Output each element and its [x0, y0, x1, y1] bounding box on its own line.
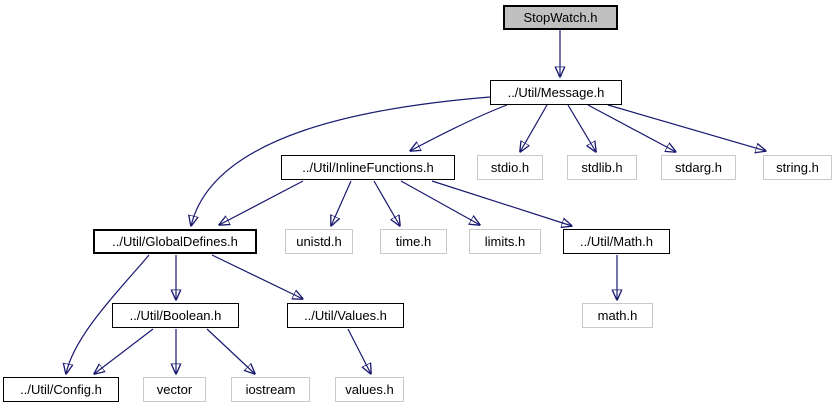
node-iostream: iostream — [231, 377, 310, 402]
node-stdlib-h: stdlib.h — [567, 155, 637, 180]
node-util-message-h[interactable]: ../Util/Message.h — [490, 80, 622, 105]
edge-inlinefunctions-limits — [400, 180, 480, 225]
edge-message-globaldefines — [191, 96, 491, 226]
edge-inlinefunctions-math — [431, 180, 572, 226]
node-util-values-h[interactable]: ../Util/Values.h — [287, 303, 404, 328]
node-limits-h: limits.h — [469, 229, 541, 254]
node-vector: vector — [143, 377, 206, 402]
node-util-boolean-h[interactable]: ../Util/Boolean.h — [112, 303, 239, 328]
node-util-inlinefunctions-h[interactable]: ../Util/InlineFunctions.h — [281, 155, 455, 180]
edge-values-valuesh — [347, 328, 371, 374]
edge-inlinefunctions-unistd — [331, 180, 352, 226]
node-stdio-h: stdio.h — [477, 155, 543, 180]
edge-inlinefunctions-globaldefines — [219, 180, 304, 225]
node-math-h: math.h — [582, 303, 653, 328]
edge-message-stdarg — [587, 104, 676, 152]
edge-message-stdlib — [567, 104, 596, 152]
edge-message-inlinefunctions — [410, 104, 508, 151]
edge-boolean-iostream — [206, 328, 255, 374]
node-string-h: string.h — [763, 155, 832, 180]
node-values-h: values.h — [335, 377, 404, 402]
edge-globaldefines-config — [66, 254, 150, 374]
node-stdarg-h: stdarg.h — [661, 155, 736, 180]
node-util-config-h[interactable]: ../Util/Config.h — [3, 377, 119, 402]
edge-boolean-config — [94, 328, 154, 374]
node-util-math-h[interactable]: ../Util/Math.h — [563, 229, 670, 254]
node-util-globaldefines-h[interactable]: ../Util/GlobalDefines.h — [93, 229, 257, 254]
edge-globaldefines-values — [211, 254, 303, 299]
edge-inlinefunctions-time — [373, 180, 400, 226]
node-unistd-h: unistd.h — [285, 229, 353, 254]
node-time-h: time.h — [380, 229, 447, 254]
edge-message-string — [607, 104, 766, 151]
node-stopwatch-h: StopWatch.h — [503, 5, 618, 30]
edge-message-stdio — [520, 104, 548, 152]
